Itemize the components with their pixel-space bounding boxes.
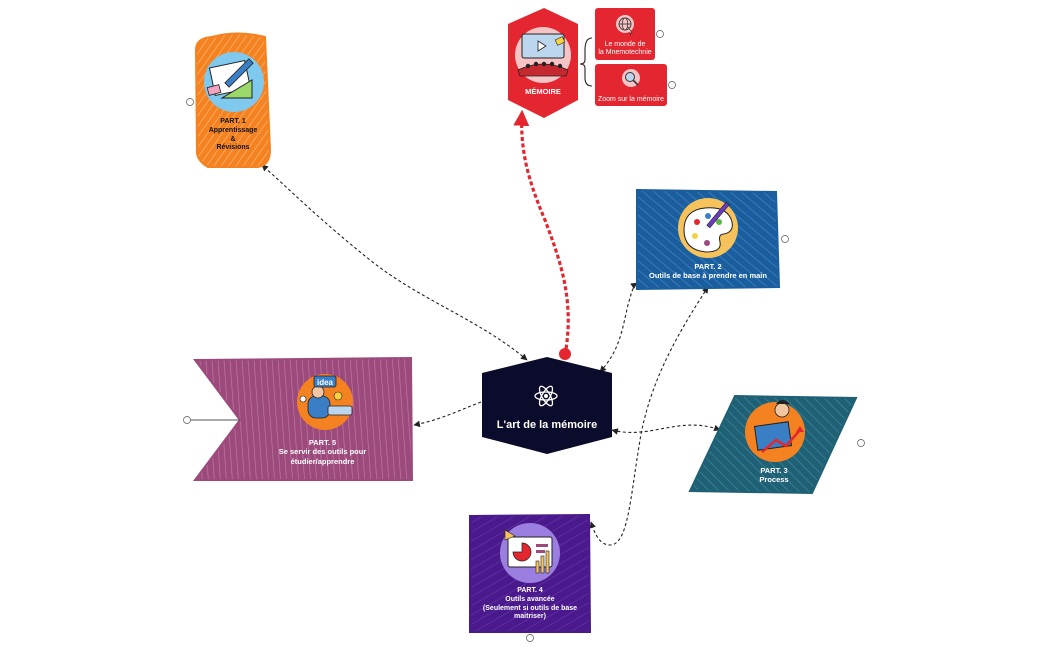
idea-lightbulb-icon: idea	[297, 374, 353, 430]
center-title-text: L'art de la mémoire	[496, 419, 598, 431]
part5-line2: Se servir des outils pour	[278, 447, 367, 457]
memoire-subtopic-1[interactable]	[595, 8, 655, 60]
part3-node[interactable]	[688, 394, 858, 495]
memoire-title-text: MÉMOIRE	[525, 87, 561, 96]
drafting-tools-icon	[204, 52, 264, 112]
part3-label: PART. 3 Process	[725, 466, 823, 485]
memoire-subtopic-1-badge[interactable]	[656, 30, 664, 38]
part4-line2: Outils avancée	[505, 595, 555, 603]
part5-badge[interactable]	[183, 416, 191, 424]
part2-line2: Outils de base à prendre en main	[649, 271, 767, 281]
part2-line1: PART. 2	[694, 262, 722, 271]
idea-sign-text: idea	[317, 378, 334, 387]
part4-badge[interactable]	[526, 634, 534, 642]
growth-chart-icon	[745, 400, 805, 462]
part5-line1: PART. 5	[308, 438, 337, 447]
part1-line1: PART. 1	[220, 118, 246, 125]
part4-line3: (Seulement si outils de base	[482, 604, 578, 612]
part5-line3: étudier/apprendre	[290, 456, 355, 466]
part4-node[interactable]	[469, 513, 592, 633]
part5-label: PART. 5 Se servir des outils pour étudie…	[250, 438, 395, 466]
memoire-subtopic-1-label: Le monde de la Mnemotechnie	[595, 41, 655, 58]
part4-label: PART. 4 Outils avancée (Seulement si out…	[466, 587, 594, 622]
memoire-subtopic-2-text: Zoom sur la mémoire	[597, 96, 665, 103]
center-node[interactable]	[482, 357, 612, 454]
memoire-subtopic-bracket	[579, 37, 593, 87]
part1-line3: &	[230, 135, 236, 143]
part4-line1: PART. 4	[517, 587, 543, 594]
memoire-subtopic-2-label: Zoom sur la mémoire	[595, 96, 667, 104]
memoire-node[interactable]	[508, 8, 578, 118]
memoire-subtopic-2-badge[interactable]	[668, 81, 676, 89]
connector-part1	[261, 164, 528, 361]
part1-badge[interactable]	[186, 98, 194, 106]
dashboard-chart-icon	[500, 523, 560, 583]
part3-line1: PART. 3	[760, 466, 788, 475]
center-title: L'art de la mémoire	[482, 419, 612, 433]
part3-line2: Process	[759, 475, 789, 485]
atom-icon	[534, 385, 558, 407]
connector-part5	[413, 401, 482, 428]
memoire-connector-dot	[559, 348, 571, 360]
memoire-title: MÉMOIRE	[508, 87, 578, 96]
memoire-subtopic-2[interactable]	[595, 64, 667, 106]
part2-label: PART. 2 Outils de base à prendre en main	[637, 262, 779, 281]
part5-node[interactable]: idea	[190, 356, 414, 481]
part1-node[interactable]	[194, 32, 272, 168]
part4-line4: maitriser)	[514, 613, 546, 621]
connector-part2	[599, 282, 638, 373]
connector-memoire	[513, 109, 570, 356]
part2-node[interactable]	[636, 188, 781, 291]
part1-label: PART. 1 Apprentissage & Révisions	[196, 118, 270, 153]
connector-part3	[611, 424, 721, 435]
connector-part2-to-part4	[589, 286, 709, 546]
part3-badge[interactable]	[857, 439, 865, 447]
globe-cursor-icon	[616, 15, 634, 36]
part1-line4: Révisions	[216, 144, 250, 152]
memoire-subtopic-1-line1: Le monde de	[604, 41, 646, 48]
memoire-subtopic-1-line2: la Mnemotechnie	[598, 49, 652, 57]
part2-badge[interactable]	[781, 235, 789, 243]
palette-icon	[678, 198, 738, 258]
magnifier-icon	[622, 69, 640, 87]
part1-line2: Apprentissage	[208, 126, 258, 134]
cinema-icon	[515, 27, 571, 83]
connectors	[261, 37, 721, 546]
